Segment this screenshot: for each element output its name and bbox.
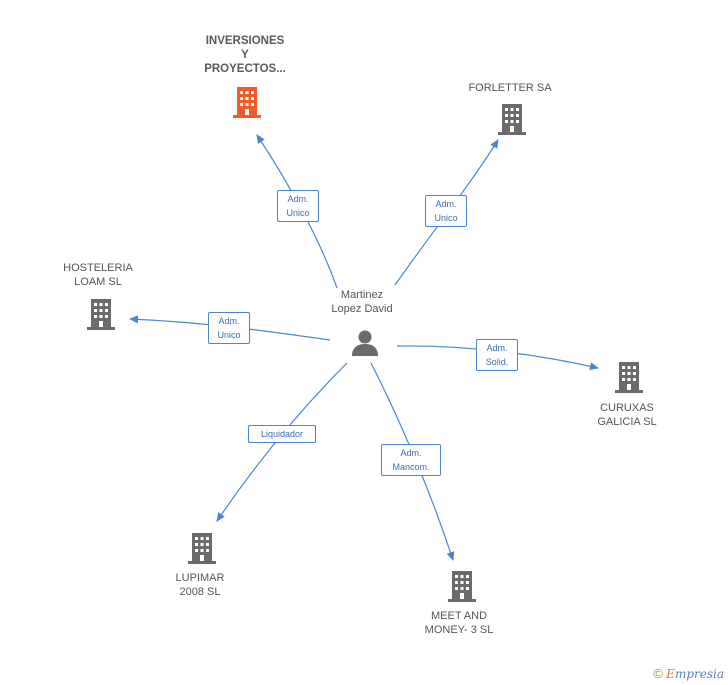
building-icon[interactable]: [496, 102, 528, 136]
company-label-line: HOSTELERIA: [63, 262, 133, 274]
edge-label-meet: Adm. Mancom.: [381, 444, 441, 476]
company-label-line: CURUXAS: [600, 402, 654, 414]
building-icon[interactable]: [85, 297, 117, 331]
person-name-line2: Lopez David: [331, 303, 393, 315]
edge-label-forletter: Adm. Unico: [425, 195, 467, 227]
company-label-line: LOAM SL: [74, 276, 122, 288]
edge-label-line: Adm.: [486, 343, 508, 353]
edge-label-line: Liquidador: [260, 429, 304, 439]
edge-label-line: Solid.: [485, 357, 509, 367]
edge-label-line: Mancom.: [392, 462, 430, 472]
company-label-line: GALICIA SL: [597, 416, 657, 428]
building-icon[interactable]: [186, 531, 218, 565]
person-name: Martinez Lopez David: [312, 288, 412, 316]
edge-label-line: Unico: [286, 208, 310, 218]
edge-label-line: Adm.: [400, 448, 422, 458]
brand-footer[interactable]: © Empresia: [653, 666, 724, 681]
edge-label-line: Adm.: [287, 194, 309, 204]
company-label-line: MONEY- 3 SL: [424, 624, 494, 636]
edge-label-curuxas: Adm. Solid.: [476, 339, 518, 371]
brand-logo: Empresia: [666, 667, 724, 681]
brand-logo-initial: E: [666, 667, 675, 681]
company-label-inversiones[interactable]: INVERSIONES Y PROYECTOS...: [195, 34, 295, 76]
company-label-line: LUPIMAR: [175, 572, 225, 584]
company-label-line: Y: [241, 49, 249, 61]
company-label-line: 2008 SL: [179, 586, 221, 598]
brand-logo-rest: mpresia: [674, 667, 724, 681]
edge-label-line: Unico: [434, 213, 458, 223]
company-label-line: FORLETTER SA: [468, 82, 552, 94]
company-label-line: INVERSIONES: [205, 35, 285, 47]
copyright-icon: ©: [653, 666, 663, 681]
company-label-forletter[interactable]: FORLETTER SA: [450, 81, 570, 95]
person-name-line1: Martinez: [340, 289, 384, 301]
company-label-hosteleria[interactable]: HOSTELERIA LOAM SL: [48, 261, 148, 289]
edge-label-hosteleria: Adm. Unico: [208, 312, 250, 344]
edge-label-line: Adm.: [218, 316, 240, 326]
building-icon[interactable]: [231, 85, 263, 119]
company-label-lupimar[interactable]: LUPIMAR 2008 SL: [150, 571, 250, 599]
company-label-line: MEET AND: [430, 610, 488, 622]
edge-label-line: Unico: [217, 330, 241, 340]
edge-label-lupimar: Liquidador: [248, 425, 316, 443]
edge-label-inversiones: Adm. Unico: [277, 190, 319, 222]
building-icon[interactable]: [613, 360, 645, 394]
person-icon[interactable]: [350, 328, 380, 358]
company-label-meet[interactable]: MEET AND MONEY- 3 SL: [409, 609, 509, 637]
company-label-curuxas[interactable]: CURUXAS GALICIA SL: [577, 401, 677, 429]
edge-label-line: Adm.: [435, 199, 457, 209]
company-label-line: PROYECTOS...: [204, 63, 286, 75]
building-icon[interactable]: [446, 569, 478, 603]
